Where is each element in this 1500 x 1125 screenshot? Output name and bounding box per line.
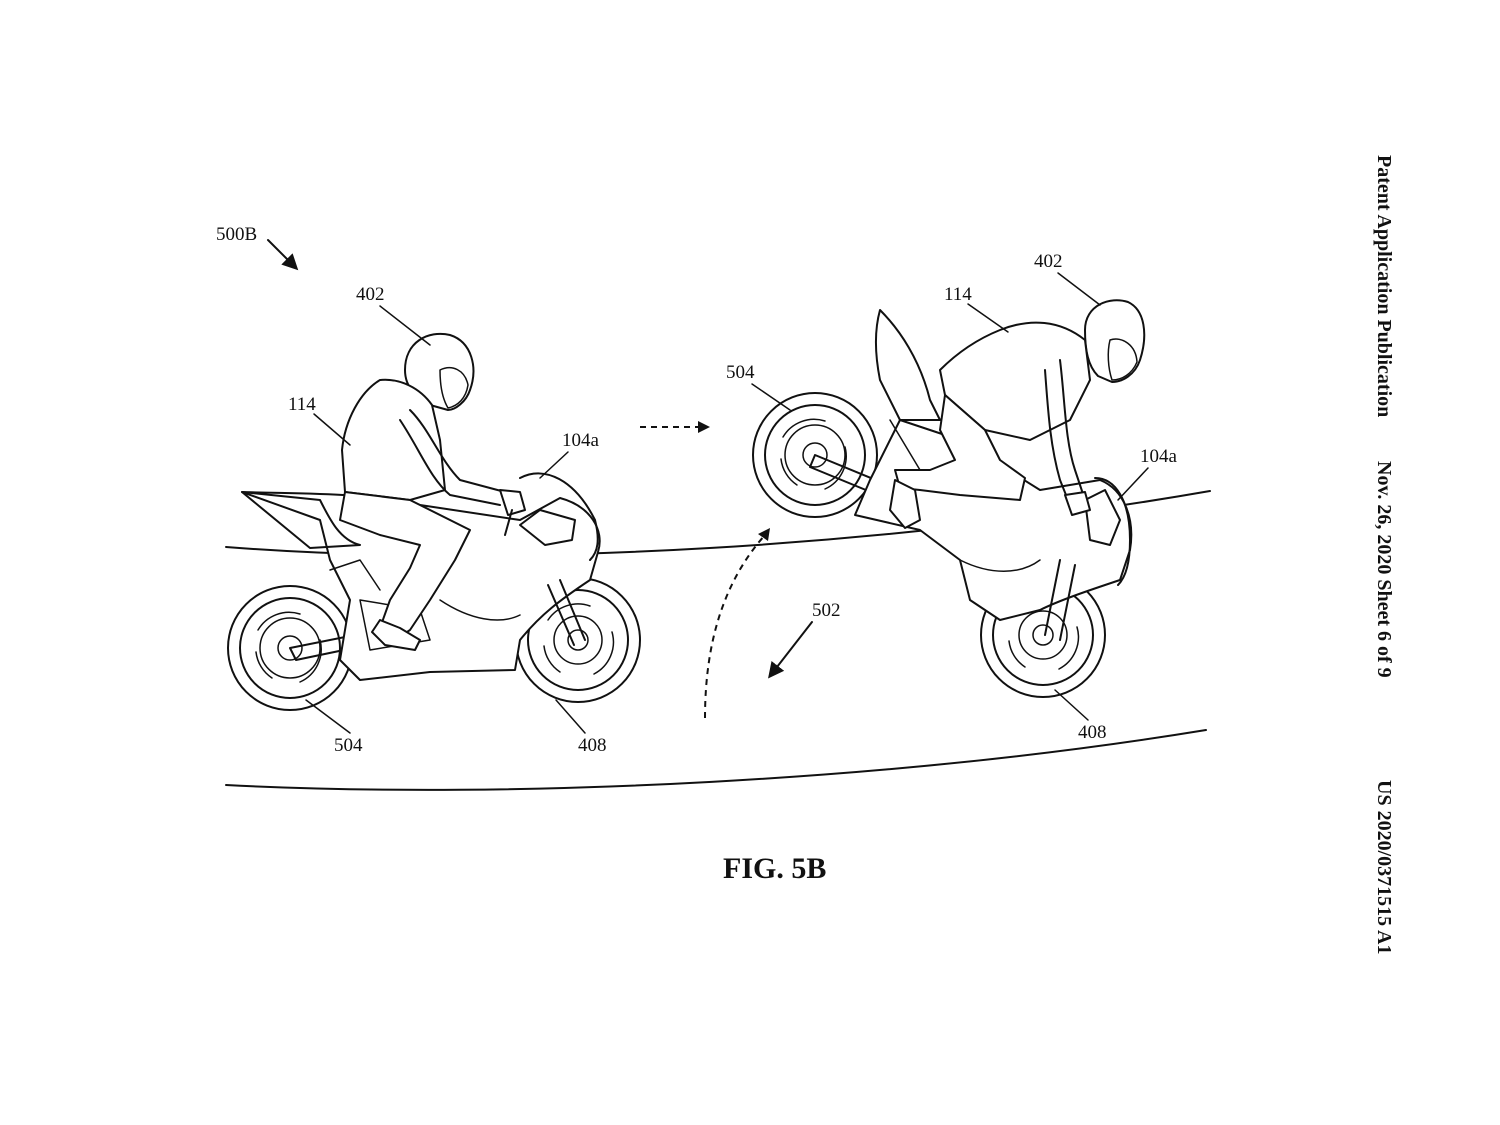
label-500b: 500B bbox=[216, 224, 257, 245]
left-label-402: 402 bbox=[356, 284, 385, 305]
left-label-504: 504 bbox=[334, 735, 363, 756]
left-rider bbox=[339, 332, 526, 651]
right-leader-402 bbox=[1057, 272, 1101, 306]
left-label-408: 408 bbox=[578, 735, 607, 756]
right-leader-104a bbox=[1117, 467, 1149, 501]
date-sheet: Nov. 26, 2020 Sheet 6 of 9 bbox=[1373, 461, 1395, 678]
sheet-header: Patent Application Publication Nov. 26, … bbox=[1373, 155, 1395, 954]
right-leader-114 bbox=[967, 303, 1009, 333]
left-leader-402 bbox=[379, 305, 431, 346]
dashed-curved-arrow-icon bbox=[704, 534, 766, 719]
right-label-408: 408 bbox=[1078, 722, 1107, 743]
left-rear-wheel bbox=[227, 585, 353, 711]
dashed-curved-arrow-head bbox=[758, 528, 770, 541]
figure-label: FIG. 5B bbox=[723, 852, 826, 885]
label-502-arrow bbox=[768, 621, 813, 679]
left-leader-408 bbox=[555, 699, 586, 734]
left-leader-104a bbox=[539, 451, 569, 479]
right-rider bbox=[889, 299, 1146, 529]
right-label-114: 114 bbox=[944, 284, 972, 305]
label-502: 502 bbox=[812, 600, 841, 621]
right-label-104a: 104a bbox=[1140, 446, 1178, 467]
publication-title: Patent Application Publication bbox=[1373, 155, 1395, 417]
left-leader-504 bbox=[305, 699, 351, 734]
right-label-504: 504 bbox=[726, 362, 755, 383]
right-leader-504 bbox=[751, 383, 791, 411]
right-leader-408 bbox=[1054, 689, 1089, 721]
dashed-right-arrow-head bbox=[698, 421, 710, 433]
label-500b-arrow bbox=[267, 239, 299, 271]
right-rear-wheel bbox=[752, 392, 878, 518]
left-label-104a: 104a bbox=[562, 430, 600, 451]
publication-number: US 2020/0371515 A1 bbox=[1373, 780, 1395, 954]
right-label-402: 402 bbox=[1034, 251, 1063, 272]
road-lower-line bbox=[225, 729, 1207, 791]
left-label-114: 114 bbox=[288, 394, 316, 415]
left-leader-114 bbox=[313, 413, 351, 446]
